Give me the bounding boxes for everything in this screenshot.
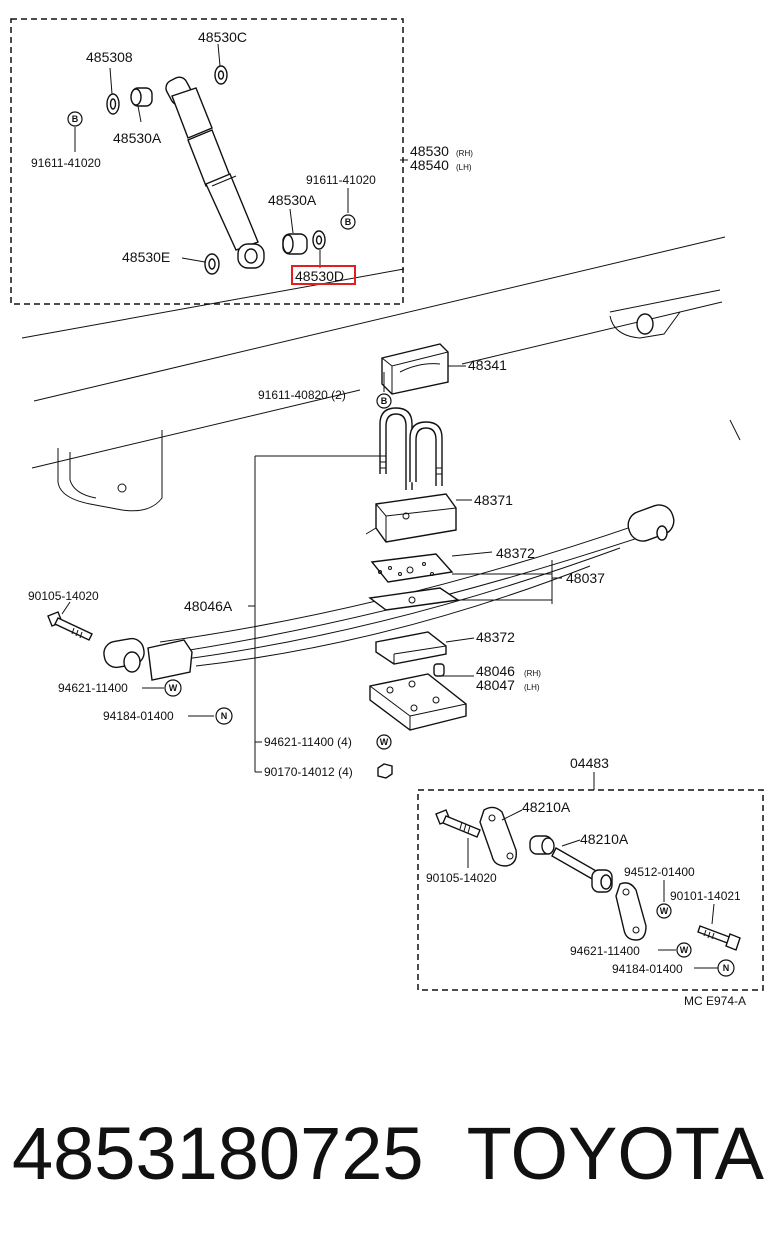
svg-text:N: N xyxy=(723,963,730,973)
label-48530A-left: 48530A xyxy=(113,130,162,146)
washer-symbol-kit-bottom: W xyxy=(676,942,692,958)
u-bolt-seat-48371 xyxy=(365,493,457,543)
label-94184-01400-left: 94184-01400 xyxy=(103,709,174,723)
label-91611-41020-right: 91611-41020 xyxy=(306,173,376,187)
label-48530E: 48530E xyxy=(122,249,170,265)
svg-text:W: W xyxy=(380,737,389,747)
label-485308: 485308 xyxy=(86,49,133,65)
u-bolts xyxy=(379,407,443,490)
label-48047-lh: (LH) xyxy=(524,683,540,692)
leaf-spring-48046A xyxy=(103,504,675,681)
label-48530C: 48530C xyxy=(198,29,247,45)
frame-rail xyxy=(21,236,741,512)
nut-symbol-kit: N xyxy=(717,959,735,977)
label-48047: 48047 xyxy=(476,677,515,693)
washer-symbol-kit-right: W xyxy=(656,903,672,919)
label-48371: 48371 xyxy=(474,492,513,508)
svg-text:B: B xyxy=(381,396,388,406)
spacer-48372-top xyxy=(368,553,460,611)
washer-symbol-center: W xyxy=(376,734,392,750)
nut-90170 xyxy=(377,763,393,779)
part-number: 4853180725 xyxy=(12,1111,424,1195)
bolt-90105-left xyxy=(47,611,93,641)
label-90170-14012: 90170-14012 (4) xyxy=(264,765,353,779)
svg-text:N: N xyxy=(221,711,228,721)
washer-symbol-left: W xyxy=(164,679,182,697)
label-94184-01400-kit: 94184-01400 xyxy=(612,962,683,976)
washer-48530C xyxy=(214,65,228,85)
label-90101-14021: 90101-14021 xyxy=(670,889,741,903)
washer-48530D xyxy=(312,230,326,250)
shackle-bushing-48210A-2 xyxy=(529,835,613,893)
label-94621-11400-left: 94621-11400 xyxy=(58,681,128,695)
svg-text:B: B xyxy=(345,217,352,227)
label-48210A-1: 48210A xyxy=(522,799,571,815)
diagram-code: MC E974-A xyxy=(684,994,746,1008)
bolt-symbol-91611-right: B xyxy=(340,214,356,230)
label-48530A-right: 48530A xyxy=(268,192,317,208)
label-94512-01400: 94512-01400 xyxy=(624,865,695,879)
bushing-48530A-left xyxy=(130,87,153,107)
label-04483: 04483 xyxy=(570,755,609,771)
label-48530D: 48530D xyxy=(295,268,344,284)
label-48046: 48046 xyxy=(476,663,515,679)
bushing-48530B xyxy=(106,93,120,115)
part-footer: 4853180725 TOYOTA xyxy=(12,1108,764,1198)
svg-text:W: W xyxy=(169,683,178,693)
shock-absorber-group-box xyxy=(10,18,404,305)
label-94621-11400-center: 94621-11400 (4) xyxy=(264,735,352,749)
bump-stopper-48341 xyxy=(381,343,449,395)
bolt-symbol-91611-left: B xyxy=(67,111,83,127)
nut-symbol-left: N xyxy=(215,707,233,725)
highlight-box xyxy=(291,265,356,285)
brand-name: TOYOTA xyxy=(466,1111,764,1195)
label-94621-11400-kit: 94621-11400 xyxy=(570,944,640,958)
label-91611-41020-left: 91611-41020 xyxy=(31,156,101,170)
shackle-plate-48210A-1 xyxy=(479,806,517,867)
label-48341: 48341 xyxy=(468,357,507,373)
svg-text:W: W xyxy=(660,906,669,916)
label-48540: 48540 xyxy=(410,157,449,173)
label-48530D-highlighted[interactable]: 48530D xyxy=(291,265,356,285)
label-91611-40820: 91611-40820 (2) xyxy=(258,388,346,402)
bolt-symbol-91611-40820: B xyxy=(376,393,392,409)
bushing-48530A-right xyxy=(282,233,308,255)
shackle-plate-48210A-3 xyxy=(615,882,647,941)
label-48372-bottom: 48372 xyxy=(476,629,515,645)
shackle-kit-box xyxy=(417,789,764,991)
svg-text:W: W xyxy=(680,945,689,955)
label-48046A: 48046A xyxy=(184,598,233,614)
label-48210A-2: 48210A xyxy=(580,831,629,847)
bolt-90105-kit xyxy=(435,809,481,838)
washer-48530E xyxy=(204,253,220,275)
label-90105-14020-kit: 90105-14020 xyxy=(426,871,497,885)
label-48046-rh: (RH) xyxy=(524,669,541,678)
label-90105-14020-left: 90105-14020 xyxy=(28,589,99,603)
label-48530: 48530 xyxy=(410,143,449,159)
spring-seat-48046 xyxy=(369,663,467,731)
spacer-48372-bottom xyxy=(375,631,447,665)
label-48372-top: 48372 xyxy=(496,545,535,561)
svg-text:B: B xyxy=(72,114,79,124)
shock-absorber xyxy=(165,76,265,269)
label-48037: 48037 xyxy=(566,570,605,586)
bolt-90101-kit xyxy=(697,925,741,951)
label-48540-lh: (LH) xyxy=(456,163,472,172)
label-48530-rh: (RH) xyxy=(456,149,473,158)
